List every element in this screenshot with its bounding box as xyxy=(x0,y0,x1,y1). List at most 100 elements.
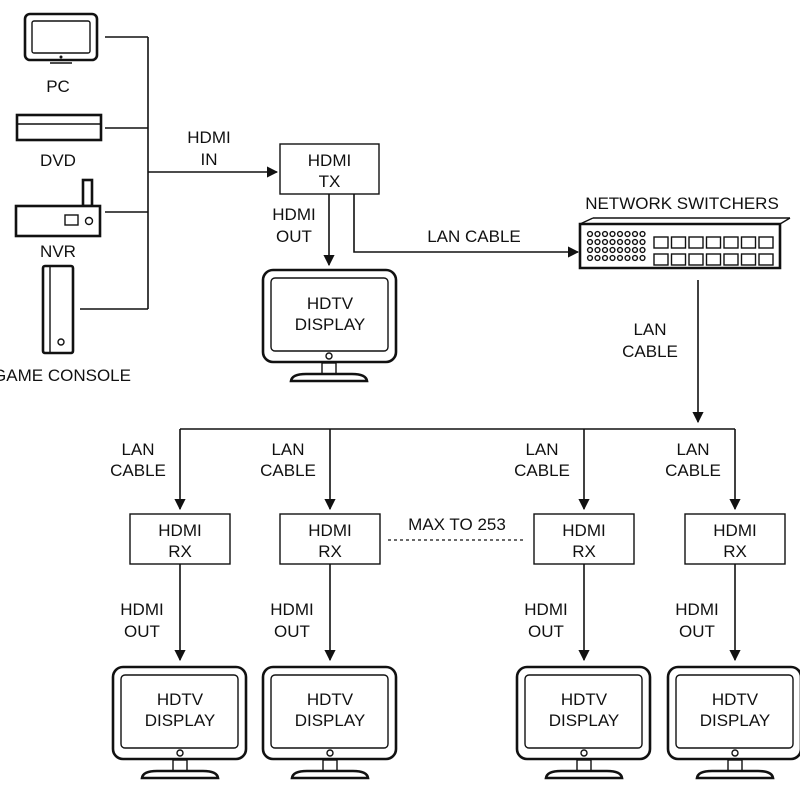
pc-label: PC xyxy=(46,77,70,96)
switch-port xyxy=(670,253,687,266)
switch-port-dot xyxy=(639,238,646,246)
hdmi-rx-box xyxy=(279,513,381,565)
switch-port-dot xyxy=(631,254,639,262)
hdmi-rx-label-1: HDMI xyxy=(713,521,756,540)
hdmi-rx-label-2: RX xyxy=(318,542,342,561)
switch-port xyxy=(705,236,722,249)
switch-port xyxy=(758,236,774,249)
rx-hdtv-label-2: DISPLAY xyxy=(295,711,366,730)
switch-port-dot xyxy=(594,238,601,246)
hdmi-rx-box xyxy=(533,513,635,565)
game-console-label: GAME CONSOLE xyxy=(0,366,131,385)
switch-port xyxy=(740,253,757,266)
rx-hdmi-out-label-1: HDMI xyxy=(524,600,567,619)
switch-port-dot xyxy=(586,238,594,246)
hdmi-tx-label-1: HDMI xyxy=(308,151,351,170)
dvd-label: DVD xyxy=(40,151,76,170)
rx-hdtv-display xyxy=(261,665,398,780)
switch-port-dot xyxy=(609,254,616,262)
switch-port xyxy=(653,253,669,266)
rx-hdtv-label-1: HDTV xyxy=(561,690,608,709)
hdmi-rx-label-1: HDMI xyxy=(308,521,351,540)
switch-port-dot xyxy=(586,254,594,262)
rx-hdmi-out-label-2: OUT xyxy=(124,622,160,641)
source-cables xyxy=(80,36,279,310)
switch-port-dot xyxy=(586,230,594,238)
hdmi-tx-label-2: TX xyxy=(319,172,341,191)
hdmi-rx-label-2: RX xyxy=(572,542,596,561)
switch-port xyxy=(670,236,687,249)
rx-hdmi-out-label-1: HDMI xyxy=(270,600,313,619)
hdmi-in-label-2: IN xyxy=(201,150,218,169)
rx-hdtv-label-2: DISPLAY xyxy=(549,711,620,730)
network-switchers-label: NETWORK SWITCHERS xyxy=(585,194,779,213)
rx-hdtv-display xyxy=(515,665,652,780)
switch-port xyxy=(705,253,722,266)
hdmi-rx-label-1: HDMI xyxy=(562,521,605,540)
switch-port-dot xyxy=(601,238,609,246)
nvr-label: NVR xyxy=(40,242,76,261)
switch-port-dot xyxy=(631,238,639,246)
hdmi-rx-label-2: RX xyxy=(168,542,192,561)
switch-port-dot xyxy=(631,246,639,254)
switch-port-dot xyxy=(609,246,616,254)
rx-lan-label-1: LAN xyxy=(676,440,709,459)
switch-port-dot xyxy=(601,254,609,262)
rx-hdmi-out-label-2: OUT xyxy=(274,622,310,641)
network-switch-icon xyxy=(578,217,791,270)
rx-hdtv-label-1: HDTV xyxy=(157,690,204,709)
switch-port-dot xyxy=(624,246,631,254)
rx-hdtv-label-1: HDTV xyxy=(712,690,759,709)
switch-port-dot xyxy=(594,246,601,254)
rx-hdmi-out-label-1: HDMI xyxy=(675,600,718,619)
hdmi-tx-box: HDMI TX xyxy=(279,143,380,195)
switch-port-dot xyxy=(594,254,601,262)
switch-port-dot xyxy=(616,246,624,254)
switch-port-dot xyxy=(609,238,616,246)
switch-port-dot xyxy=(624,238,631,246)
switch-port-dot xyxy=(586,246,594,254)
rx-hdtv-label-1: HDTV xyxy=(307,690,354,709)
switch-port-dot xyxy=(624,230,631,238)
tx-lan-cable-label: LAN CABLE xyxy=(427,227,521,246)
switch-port xyxy=(740,236,757,249)
max-to-253-label: MAX TO 253 xyxy=(408,515,506,534)
rx-hdmi-out-label-1: HDMI xyxy=(120,600,163,619)
switch-port-dot xyxy=(631,230,639,238)
switch-port xyxy=(723,253,739,266)
tx-hdtv-label-1: HDTV xyxy=(307,294,354,313)
switch-port-dot xyxy=(639,254,646,262)
switch-lan-label-2: CABLE xyxy=(622,342,678,361)
rx-hdmi-out-label-2: OUT xyxy=(679,622,715,641)
switch-port-dot xyxy=(616,230,624,238)
rx-lan-label-2: CABLE xyxy=(260,461,316,480)
rx-lan-label-1: LAN xyxy=(121,440,154,459)
dvd-icon xyxy=(15,113,103,142)
tx-hdmi-out-label-1: HDMI xyxy=(272,205,315,224)
switch-port xyxy=(723,236,739,249)
tx-hdmi-out-label-2: OUT xyxy=(276,227,312,246)
tx-hdtv-display: HDTV DISPLAY xyxy=(261,268,398,383)
switch-port xyxy=(688,253,704,266)
switch-port-dot xyxy=(601,230,609,238)
switch-port-dot xyxy=(601,246,609,254)
switch-ports xyxy=(653,236,774,266)
rx-lan-label-1: LAN xyxy=(525,440,558,459)
switch-port-dot xyxy=(624,254,631,262)
rx-hdtv-display xyxy=(666,665,800,780)
rx-hdtv-label-2: DISPLAY xyxy=(700,711,771,730)
game-console-icon xyxy=(41,264,75,355)
switch-port xyxy=(758,253,774,266)
nvr-icon xyxy=(14,178,102,238)
rx-lan-label-2: CABLE xyxy=(665,461,721,480)
switch-port-dots xyxy=(586,230,646,262)
tx-lan-cable xyxy=(353,194,580,258)
rx-lan-label-2: CABLE xyxy=(110,461,166,480)
hdmi-rx-label-1: HDMI xyxy=(158,521,201,540)
receiver-columns: LAN CABLE HDMI RX HDMI OUT HDTV DISPLAY LAN CABLE… xyxy=(110,429,800,780)
